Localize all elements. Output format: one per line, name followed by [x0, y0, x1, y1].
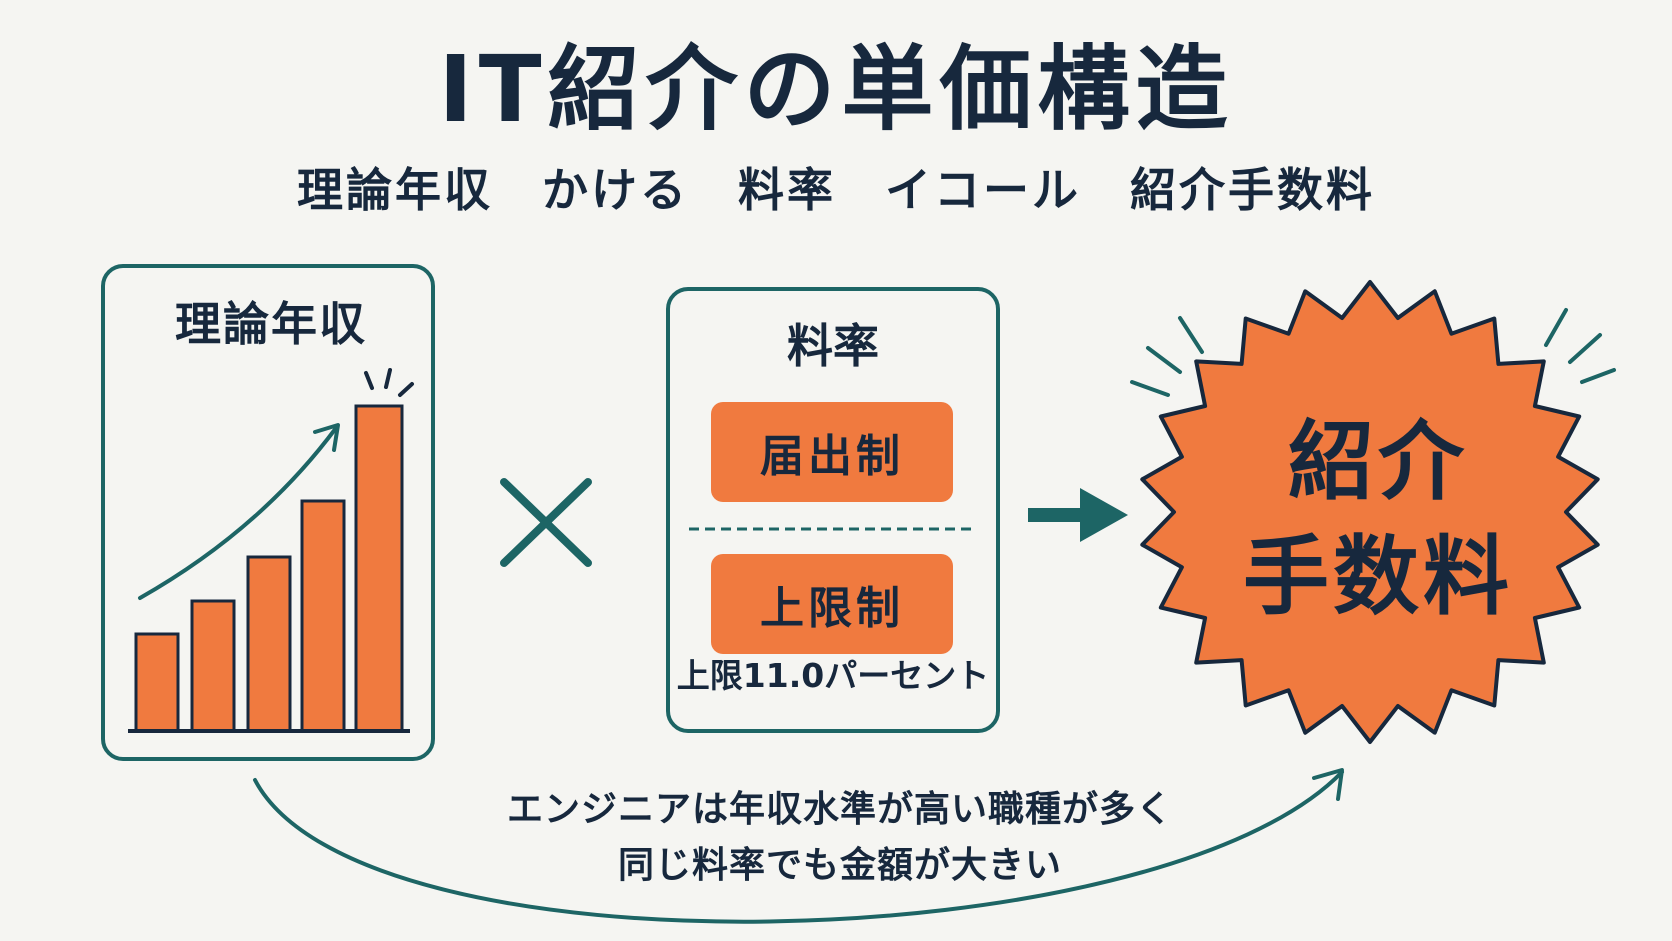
rate-cap-note: 上限11.0パーセント — [676, 656, 990, 695]
formula-subtitle: 理論年収 かける 料率 イコール 紹介手数料 — [297, 163, 1375, 217]
fee-badge-text: 紹介 手数料 — [1168, 405, 1588, 635]
bottom-note-line-2: 同じ料率でも金額が大きい — [617, 845, 1062, 886]
bar-5 — [354, 404, 404, 733]
multiply-icon — [500, 478, 592, 567]
bar-3 — [246, 555, 292, 733]
fee-badge-burst — [1140, 280, 1600, 744]
arrow-right-icon — [1028, 488, 1128, 542]
rate-box-title: 料率 — [787, 319, 879, 373]
sparkle-icon — [364, 368, 414, 397]
rate-option-notification: 届出制 — [711, 402, 953, 502]
emphasis-lines-icon — [1130, 308, 1616, 397]
bar-1 — [134, 632, 180, 733]
bar-4 — [300, 499, 346, 733]
bottom-note-line-1: エンジニアは年収水準が高い職種が多く — [506, 789, 1173, 830]
bottom-curve-arrow-icon — [253, 770, 1344, 924]
trend-arrow-icon — [138, 426, 338, 600]
rate-box — [666, 287, 1000, 733]
fee-badge-line-2: 手数料 — [1243, 527, 1513, 627]
income-box-title: 理論年収 — [175, 297, 367, 351]
income-box — [101, 264, 435, 761]
bar-2 — [190, 599, 236, 733]
bottom-note: エンジニアは年収水準が高い職種が多く 同じ料率でも金額が大きい — [400, 782, 1280, 894]
rate-option-cap: 上限制 — [711, 554, 953, 654]
income-bar-chart-icon — [134, 404, 404, 733]
fee-badge-line-1: 紹介 — [1288, 412, 1468, 512]
page-title: IT紹介の単価構造 — [438, 36, 1234, 143]
